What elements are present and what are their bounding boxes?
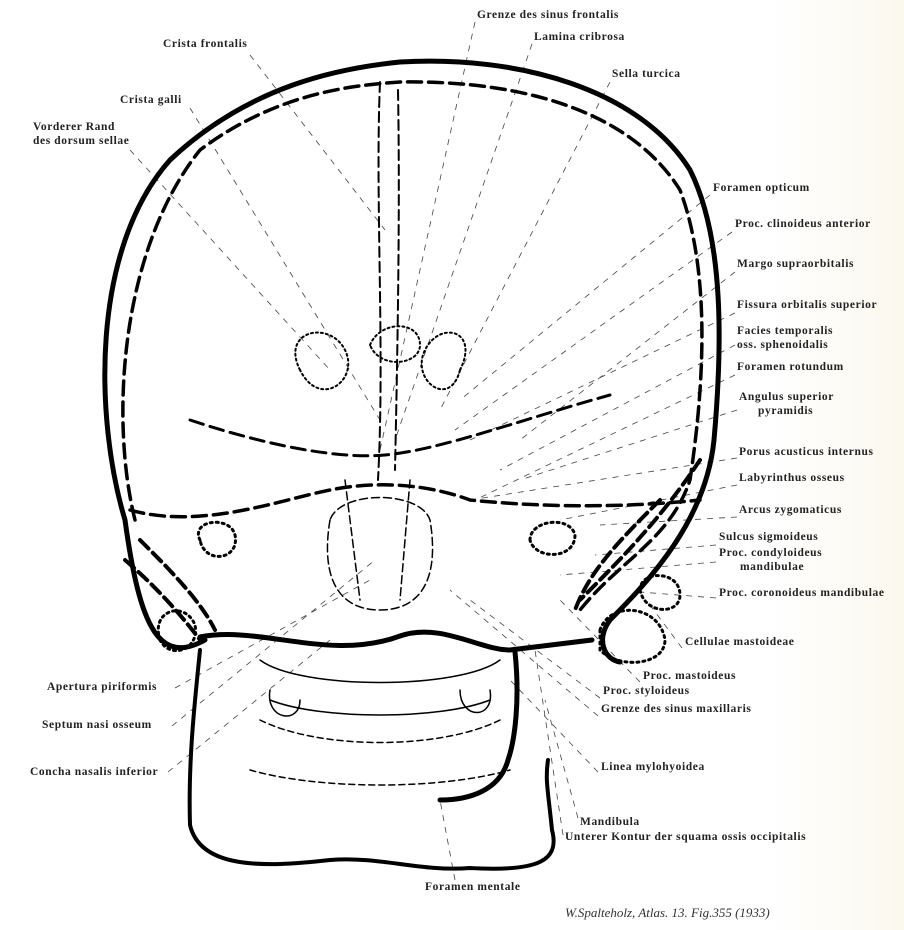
label-crista-frontalis: Crista frontalis xyxy=(163,38,248,50)
label-proc-coronoideus: Proc. coronoideus mandibulae xyxy=(719,587,885,599)
label-proc-mastoideus: Proc. mastoideus xyxy=(643,670,737,682)
label-labyrinthus: Labyrinthus osseus xyxy=(739,472,845,484)
label-mandibulae: mandibulae xyxy=(740,561,805,573)
label-proc-clinoideus: Proc. clinoideus anterior xyxy=(735,218,871,230)
inner-cranium xyxy=(121,80,704,612)
label-lamina-cribrosa: Lamina cribrosa xyxy=(534,31,625,43)
label-sulcus-sigmoideus: Sulcus sigmoideus xyxy=(719,531,819,543)
label-sella-turcica: Sella turcica xyxy=(612,68,681,80)
label-septum-nasi: Septum nasi osseum xyxy=(42,719,152,731)
leader-lines xyxy=(129,21,738,881)
label-foramen-rotundum: Foramen rotundum xyxy=(737,361,844,373)
label-margo-supraorbitalis: Margo supraorbitalis xyxy=(737,258,855,270)
teeth-upper xyxy=(259,659,501,716)
skull-outlines xyxy=(102,58,722,871)
label-unterer-kontur: Unterer Kontur der squama ossis occipita… xyxy=(565,831,807,843)
label-porus-acusticus: Porus acusticus internus xyxy=(739,446,874,458)
label-angulus-superior: Angulus superior xyxy=(739,391,834,403)
label-pyramidis: pyramidis xyxy=(758,405,814,417)
figure-caption: W.Spalteholz, Atlas. 13. Fig.355 (1933) xyxy=(565,905,770,920)
label-fissura-orbitalis: Fissura orbitalis superior xyxy=(737,299,878,311)
label-mandibula: Mandibula xyxy=(580,816,640,828)
teeth-lower xyxy=(249,719,511,786)
cranium-outline xyxy=(102,58,722,665)
label-grenze-sinus-frontalis: Grenze des sinus frontalis xyxy=(477,9,620,21)
zygomatic-line xyxy=(197,629,595,653)
label-foramen-opticum: Foramen opticum xyxy=(713,182,810,194)
label-facies-temporalis: Facies temporalis xyxy=(737,325,834,337)
label-concha-nasalis: Concha nasalis inferior xyxy=(30,766,159,778)
label-apertura-piriformis: Apertura piriformis xyxy=(47,681,158,693)
label-foramen-mentale: Foramen mentale xyxy=(425,881,521,893)
label-cellulae-mastoideae: Cellulae mastoideae xyxy=(685,636,795,648)
label-vorderer-rand: Vorderer Rand xyxy=(33,121,116,133)
label-grenze-sinus-maxillaris: Grenze des sinus maxillaris xyxy=(601,703,752,715)
label-proc-condyloideus: Proc. condyloideus xyxy=(719,547,823,559)
label-proc-styloideus: Proc. styloideus xyxy=(603,685,690,697)
label-arcus-zygomaticus: Arcus zygomaticus xyxy=(739,504,842,516)
mandible-outline xyxy=(187,648,556,871)
label-oss-sphenoidalis: oss. sphenoidalis xyxy=(737,339,829,351)
label-crista-galli: Crista galli xyxy=(120,94,182,106)
label-dorsum-sellae: des dorsum sellae xyxy=(33,135,130,147)
label-linea-mylohyoidea: Linea mylohyoidea xyxy=(601,761,705,773)
